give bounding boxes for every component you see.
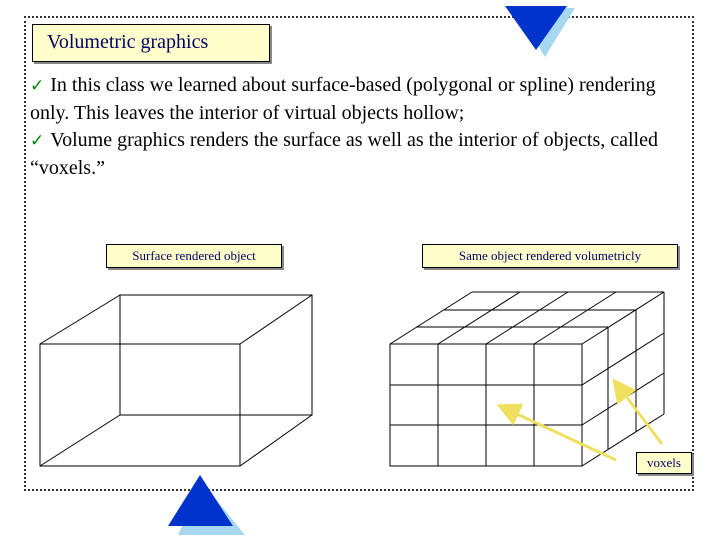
slide-title: Volumetric graphics <box>47 31 209 53</box>
checkmark-icon: ✓ <box>30 131 45 151</box>
wireframe-box <box>39 294 313 467</box>
bullet-item: ✓In this class we learned about surface-… <box>30 72 690 127</box>
bullet-text: Volume graphics renders the surface as w… <box>30 129 658 179</box>
bullet-text: In this class we learned about surface-b… <box>30 74 656 124</box>
bullet-list: ✓In this class we learned about surface-… <box>30 72 690 182</box>
checkmark-icon: ✓ <box>30 76 45 96</box>
slide-title-box: Volumetric graphics <box>32 24 270 62</box>
slide-frame <box>24 16 694 491</box>
bullet-item: ✓Volume graphics renders the surface as … <box>30 127 690 182</box>
triangle-decoration-bottom <box>168 475 245 535</box>
triangle-decoration-top <box>505 6 575 57</box>
voxels-label: voxels <box>636 452 692 474</box>
voxel-arrows <box>496 378 664 462</box>
volumetric-rendered-label: Same object rendered volumetricly <box>422 244 678 268</box>
voxel-box <box>389 291 665 467</box>
surface-rendered-label: Surface rendered object <box>106 244 282 268</box>
